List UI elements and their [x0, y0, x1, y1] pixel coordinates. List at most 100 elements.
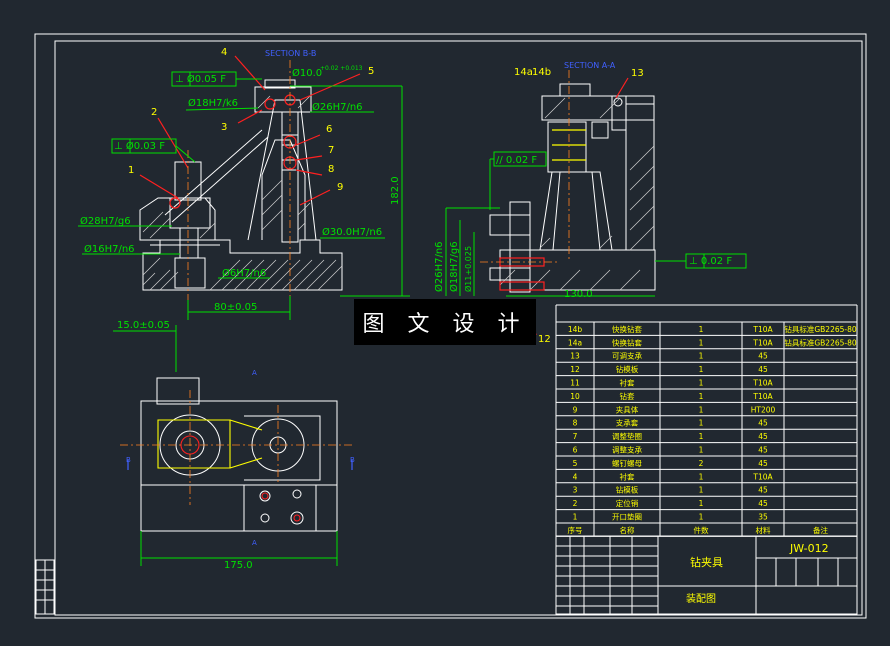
dim-175: 175.0 [224, 560, 253, 571]
side-stamp [35, 559, 55, 615]
bom-cell: T10A [752, 338, 773, 347]
dim-10: Ø10.0 [292, 67, 322, 79]
bom-cell: 2 [573, 499, 578, 508]
dim-side-11: Ø11+0.025 [463, 246, 473, 292]
bom-cell: T10A [752, 472, 773, 481]
dim-16: Ø16H7/n6 [84, 243, 135, 255]
bom-cell: 35 [758, 513, 768, 522]
bom-cell: 10 [570, 392, 580, 401]
bom-cell: 快换钻套 [612, 337, 642, 347]
bom-cell: 可调支承 [612, 351, 642, 361]
bom-cell: 夹具体 [616, 404, 639, 414]
balloon-2: 2 [151, 107, 157, 118]
bom-cell: 45 [758, 459, 768, 468]
dim-10-tol: +0.02 +0.013 [320, 65, 363, 72]
bom-cell: 1 [699, 499, 704, 508]
bom-cell: 4 [573, 472, 578, 481]
drawing-number: JW-012 [789, 542, 829, 555]
dim-side-18: Ø18H7/g6 [448, 241, 460, 292]
bom-cell: 1 [699, 419, 704, 428]
bom-cell: 1 [699, 472, 704, 481]
bom-cell: 45 [758, 352, 768, 361]
bom-header-cell: 件数 [694, 525, 709, 535]
mark-b-left: B [126, 456, 131, 464]
dim-130: 130.0 [564, 289, 593, 300]
dim-80: 80±0.05 [214, 302, 257, 313]
top-view: A B B A 175.0 [120, 369, 355, 571]
balloon-12: 12 [538, 334, 551, 345]
balloon-1: 1 [128, 165, 134, 176]
bom-cell: 1 [699, 486, 704, 495]
bom-cell: 7 [573, 432, 578, 441]
bom-cell: 45 [758, 419, 768, 428]
bom-header-cell: 备注 [813, 525, 828, 535]
bom-cell: 1 [699, 405, 704, 414]
dim-6: Ø6H7/n6 [222, 267, 266, 279]
bom-cell: 螺钉螺母 [612, 458, 642, 468]
inner-frame [54, 40, 863, 616]
side-section-label: SECTION A-A [564, 61, 616, 70]
balloon-14a: 14a [514, 67, 533, 78]
bom-cell: 45 [758, 486, 768, 495]
bom-cell: 1 [699, 338, 704, 347]
bom-cell: 钻具标准GB2265-80 [784, 337, 857, 347]
mark-b-right: B [350, 456, 355, 464]
bom-cell: 5 [573, 459, 578, 468]
view-name: 装配图 [686, 592, 716, 605]
perp-side-label: ⊥ 0.02 F [689, 256, 732, 267]
mark-a-top: A [252, 369, 257, 377]
balloon-7: 7 [328, 145, 334, 156]
bom-cell: 衬套 [620, 471, 635, 481]
bom-header-cell: 材料 [756, 525, 771, 535]
bom-cell: 衬套 [620, 378, 635, 388]
bom-cell: T10A [752, 379, 773, 388]
bom-cell: 1 [699, 446, 704, 455]
dim-18: Ø18H7/k6 [188, 97, 238, 109]
bom-cell: 调整支承 [612, 445, 642, 455]
bom-cell: 1 [699, 513, 704, 522]
bom-cell: 调整垫圈 [612, 431, 642, 441]
bom-cell: 45 [758, 432, 768, 441]
bom-cell: 定位销 [616, 498, 639, 508]
bom-cell: 2 [699, 459, 704, 468]
balloon-8: 8 [328, 164, 334, 175]
bom-cell: 快换钻套 [612, 324, 642, 334]
mark-a-bottom: A [252, 539, 257, 547]
balloon-5: 5 [368, 66, 374, 77]
bom-cell: 支承套 [616, 418, 639, 428]
bom-cell: 3 [573, 486, 578, 495]
bom-cell: HT200 [751, 405, 776, 414]
bom-cell: 1 [573, 513, 578, 522]
front-view: SECTION B-B 4 5 2 3 6 1 7 8 9 ⊥ Ø0.05 F … [78, 47, 410, 372]
dim-26: Ø26H7/n6 [312, 101, 363, 113]
bom-cell: 1 [699, 352, 704, 361]
parallel-label: // 0.02 F [496, 155, 537, 166]
balloon-3: 3 [221, 122, 227, 133]
dim-15: 15.0±0.05 [117, 320, 170, 331]
perp-05-label: ⊥ Ø0.05 F [175, 73, 226, 85]
bom-cell: 1 [699, 325, 704, 334]
bom-cell: 1 [699, 379, 704, 388]
watermark-banner: 图 文 设 计 [354, 299, 536, 345]
bom-cell: T10A [752, 325, 773, 334]
bom-cell: 1 [699, 365, 704, 374]
bom-cell: 开口垫圈 [612, 512, 642, 522]
bom-cell: 14b [568, 325, 583, 334]
bom-cell: 钻套 [620, 391, 635, 401]
bom-cell: 11 [570, 379, 580, 388]
bom-cell: T10A [752, 392, 773, 401]
bom-cell: 1 [699, 392, 704, 401]
outer-frame [34, 33, 867, 619]
dim-side-26: Ø26H7/n6 [433, 241, 445, 292]
bom-cell: 1 [699, 432, 704, 441]
bom-cell: 钻具标准GB2265-80 [784, 324, 857, 334]
bom-cell: 45 [758, 446, 768, 455]
bom-cell: 8 [573, 419, 578, 428]
title-block [555, 535, 858, 615]
bom-cell: 45 [758, 365, 768, 374]
bom-cell: 钻模板 [616, 485, 639, 495]
balloon-9: 9 [337, 182, 343, 193]
assembly-name: 钻夹具 [690, 555, 723, 569]
